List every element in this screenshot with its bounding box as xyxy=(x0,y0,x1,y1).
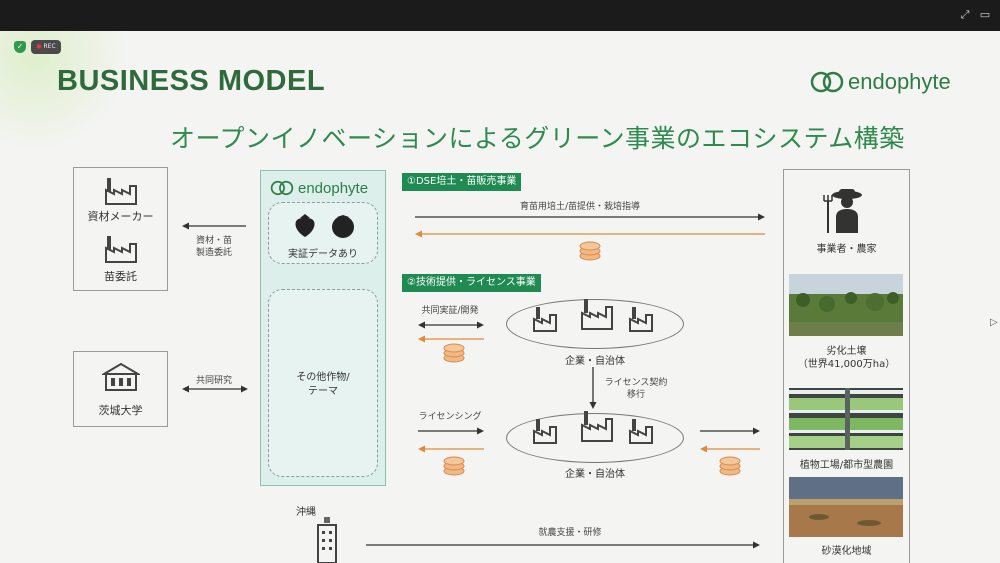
recording-label: REC xyxy=(43,43,56,50)
plant-factory-photo xyxy=(789,388,903,450)
payment-arrow-left xyxy=(415,230,765,238)
theme-label: テーマ xyxy=(308,386,338,397)
companies-ellipse-1 xyxy=(506,299,684,349)
seedling-contractor-label: 苗委託 xyxy=(104,270,137,283)
bidirectional-arrow xyxy=(182,385,248,393)
supplier-box: 資材メーカー 苗委託 xyxy=(73,167,168,291)
endophyte-logo-icon xyxy=(810,71,844,93)
outsourcing-label: 資材・苗 xyxy=(195,236,232,246)
proven-crops-group: 実証データあり xyxy=(268,202,378,264)
bidirectional-arrow xyxy=(418,321,484,329)
presentation-slide: ✓ ● REC BUSINESS MODEL endophyte オープンイノベ… xyxy=(0,31,1000,563)
expand-icon[interactable]: ⤢ xyxy=(960,8,970,21)
okinawa-label: 沖縄 xyxy=(296,507,316,518)
window-top-bar: ⤢ ▭ xyxy=(0,0,1000,31)
tomato-icon xyxy=(332,215,354,238)
flow1-label: 育苗用培土/苗提供・栽培指導 xyxy=(519,202,641,212)
joint-dev-label: 共同実証/開発 xyxy=(421,306,479,316)
business-tag-1: ①DSE培土・苗販売事業 xyxy=(402,173,522,191)
chat-bubble-icon[interactable]: ▭ xyxy=(979,8,991,21)
brand-logo: endophyte xyxy=(810,67,951,97)
factory-icon xyxy=(105,236,137,263)
outsourcing-label-2: 製造委託 xyxy=(195,248,232,258)
farmer-icon xyxy=(823,189,862,233)
degraded-soil-area: （世界41,000万ha） xyxy=(797,359,896,370)
license-transfer-label: ライセンス契約 xyxy=(604,378,668,388)
payment-arrow-left xyxy=(700,445,760,453)
business-tag-2: ②技術提供・ライセンス事業 xyxy=(402,274,541,292)
arrow-right xyxy=(366,541,760,549)
licensing-label: ライセンシング xyxy=(418,412,482,422)
slide-title: BUSINESS MODEL xyxy=(57,65,326,97)
companies-label-1: 企業・自治体 xyxy=(565,356,625,367)
joint-research-label: 共同研究 xyxy=(195,376,232,386)
brand-name: endophyte xyxy=(848,69,951,94)
degraded-soil-photo xyxy=(789,274,903,336)
university-building-icon xyxy=(102,362,140,391)
proven-data-label: 実証データあり xyxy=(288,249,358,260)
arrow-right xyxy=(700,427,760,435)
factories-icon xyxy=(533,299,653,332)
arrow-right xyxy=(418,427,484,435)
desert-photo xyxy=(789,477,903,537)
slide-subtitle: オープンイノベーションによるグリーン事業のエコシステム構築 xyxy=(170,124,905,153)
endophyte-logo-icon xyxy=(270,180,294,196)
plant-factory-label: 植物工場/都市型農園 xyxy=(799,460,894,471)
endophyte-panel: endophyte 実証データあり その他作物/ テーマ xyxy=(260,170,386,486)
payment-arrow-left xyxy=(418,335,484,343)
payment-arrow-left xyxy=(418,445,484,453)
companies-label-2: 企業・自治体 xyxy=(565,469,625,480)
degraded-soil-label: 劣化土壌 xyxy=(826,346,867,357)
university-label: 茨城大学 xyxy=(98,404,143,417)
coins-icon xyxy=(579,241,601,261)
strawberry-icon xyxy=(295,214,315,237)
supplier-label: 資材メーカー xyxy=(87,210,154,223)
other-crops-label: その他作物/ xyxy=(296,372,350,383)
panel-brand: endophyte xyxy=(298,179,369,197)
coins-icon xyxy=(719,456,741,476)
factory-icon xyxy=(105,178,137,205)
factories-icon xyxy=(533,411,653,444)
farmers-label: 事業者・農家 xyxy=(816,244,877,255)
building-icon xyxy=(317,517,337,563)
arrow-left xyxy=(182,222,246,230)
arrow-right xyxy=(415,213,765,221)
companies-ellipse-2 xyxy=(506,413,684,463)
coins-icon xyxy=(443,456,465,476)
other-crops-group: その他作物/ テーマ xyxy=(268,289,378,477)
license-transfer-label-2: 移行 xyxy=(626,390,645,400)
arrow-down xyxy=(589,367,597,409)
panel-logo: endophyte xyxy=(269,179,368,197)
recording-badge: ● REC xyxy=(31,40,61,54)
mouse-cursor-icon: ▷ xyxy=(990,317,998,328)
farming-support-label: 就農支援・研修 xyxy=(538,528,602,538)
shield-check-icon: ✓ xyxy=(14,41,26,53)
desert-label: 砂漠化地域 xyxy=(821,546,872,557)
coins-icon xyxy=(443,343,465,363)
university-box: 茨城大学 xyxy=(73,351,168,427)
